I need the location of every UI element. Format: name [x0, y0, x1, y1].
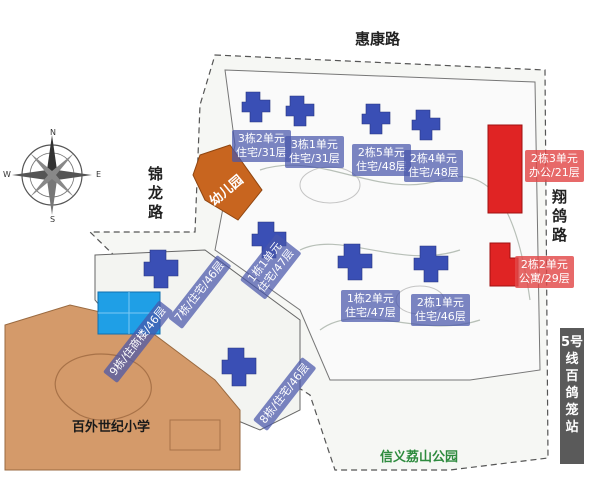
building-2-4-footprint [411, 109, 441, 141]
school-site [4, 304, 241, 471]
school-label: 百外世纪小学 [72, 420, 151, 435]
road-label-north: 惠康路 [355, 30, 401, 48]
road-label-west: 锦龙路 [148, 165, 164, 221]
building-label: 1栋2单元住宅/47层 [341, 290, 400, 322]
building-3-2-footprint [241, 91, 271, 123]
compass-rose [12, 135, 92, 215]
landscape-path [299, 243, 461, 257]
building-label: 3栋2单元住宅/31层 [232, 130, 291, 162]
building-label-commercial: 2栋3单元办公/21层 [525, 150, 584, 182]
park-label: 信义荔山公园 [380, 450, 459, 465]
road-label-east: 翔鸽路 [552, 188, 568, 244]
building-label: 2栋1单元住宅/46层 [411, 294, 470, 326]
building-label-commercial: 2栋2单元公寓/29层 [515, 256, 574, 288]
compass-east-label: E [96, 170, 102, 179]
compass-north-label: N [50, 128, 56, 137]
compass-west-label: W [3, 170, 11, 179]
building-7-footprint [143, 249, 179, 289]
building-3-1-footprint [285, 95, 315, 127]
building-2-3-footprint [487, 124, 523, 214]
building-label: 2栋4单元住宅/48层 [404, 150, 463, 182]
building-label: 3栋1单元住宅/31层 [285, 136, 344, 168]
building-8-footprint [221, 347, 257, 387]
building-2-1-footprint [413, 245, 449, 283]
building-label: 2栋5单元住宅/48层 [352, 144, 411, 176]
kindergarten-building [192, 144, 263, 221]
compass-south-label: S [50, 215, 56, 224]
metro-station-label: 5号线百鸽笼站 [560, 328, 584, 464]
school-building [169, 419, 221, 451]
building-1-2-footprint [337, 243, 373, 281]
school-track [54, 353, 152, 421]
building-2-5-footprint [361, 103, 391, 135]
